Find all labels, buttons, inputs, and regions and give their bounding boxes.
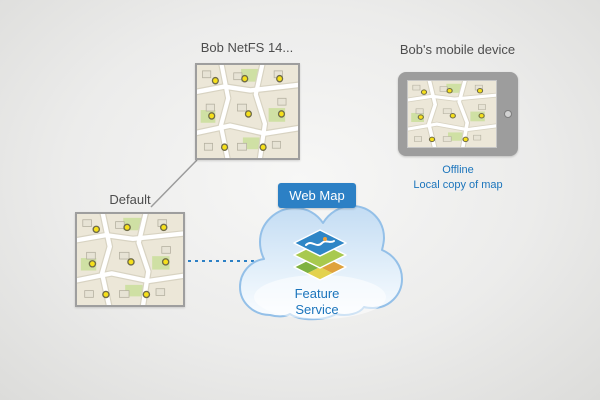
default-version-label: Default [109,192,151,207]
web-map-badge: Web Map [278,183,356,208]
local-copy-label: Local copy of map [413,178,503,191]
map-thumbnail-icon [197,65,298,158]
map-thumbnail-icon [77,214,183,305]
cloud-icon [239,205,403,321]
gis-layers-icon [293,229,347,281]
offline-label: Offline [442,164,474,176]
feature-service-label: Feature Service [294,286,340,318]
tablet-camera-dot [504,110,512,118]
mobile-status: Offline Local copy of map [388,163,528,193]
mobile-device-label: Bob's mobile device [399,42,516,57]
tablet-screen-map [407,80,497,148]
feature-service-cloud: Feature Service [228,198,408,330]
tablet-device-icon [398,72,518,156]
default-map-thumbnail [75,212,185,307]
map-thumbnail-icon [408,81,496,147]
netfs-version-label: Bob NetFS 14... [200,40,294,55]
netfs-map-thumbnail [195,63,300,160]
